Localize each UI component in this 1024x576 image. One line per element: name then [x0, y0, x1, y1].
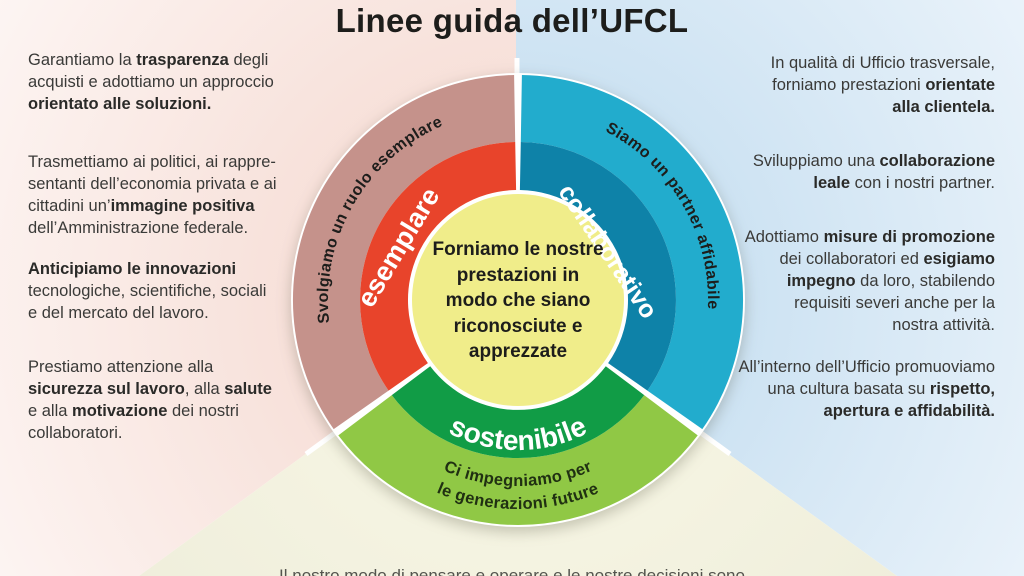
center-circle-text: Forniamo le nostre prestazioni in modo c… — [432, 239, 604, 362]
left-block-immagine: Trasmettiamo ai politici, ai rappre-sent… — [28, 153, 277, 237]
outer-segment-sostenibile — [338, 395, 698, 526]
inner-segment-sostenibile — [391, 366, 645, 459]
outer-segment-esemplare — [292, 75, 516, 430]
bottom-partial-text: Il nostro modo di pensare e operare e le… — [279, 566, 745, 576]
right-block-clientela: In qualità di Ufficio trasversale,fornia… — [770, 54, 995, 116]
center-circle — [412, 194, 624, 406]
page-title: Linee guida dell’UFCL — [335, 2, 689, 39]
inner-segment-collaborativo — [519, 142, 676, 391]
inner-segment-esemplare — [360, 142, 517, 391]
outer-segment-collaborativo — [520, 75, 744, 430]
